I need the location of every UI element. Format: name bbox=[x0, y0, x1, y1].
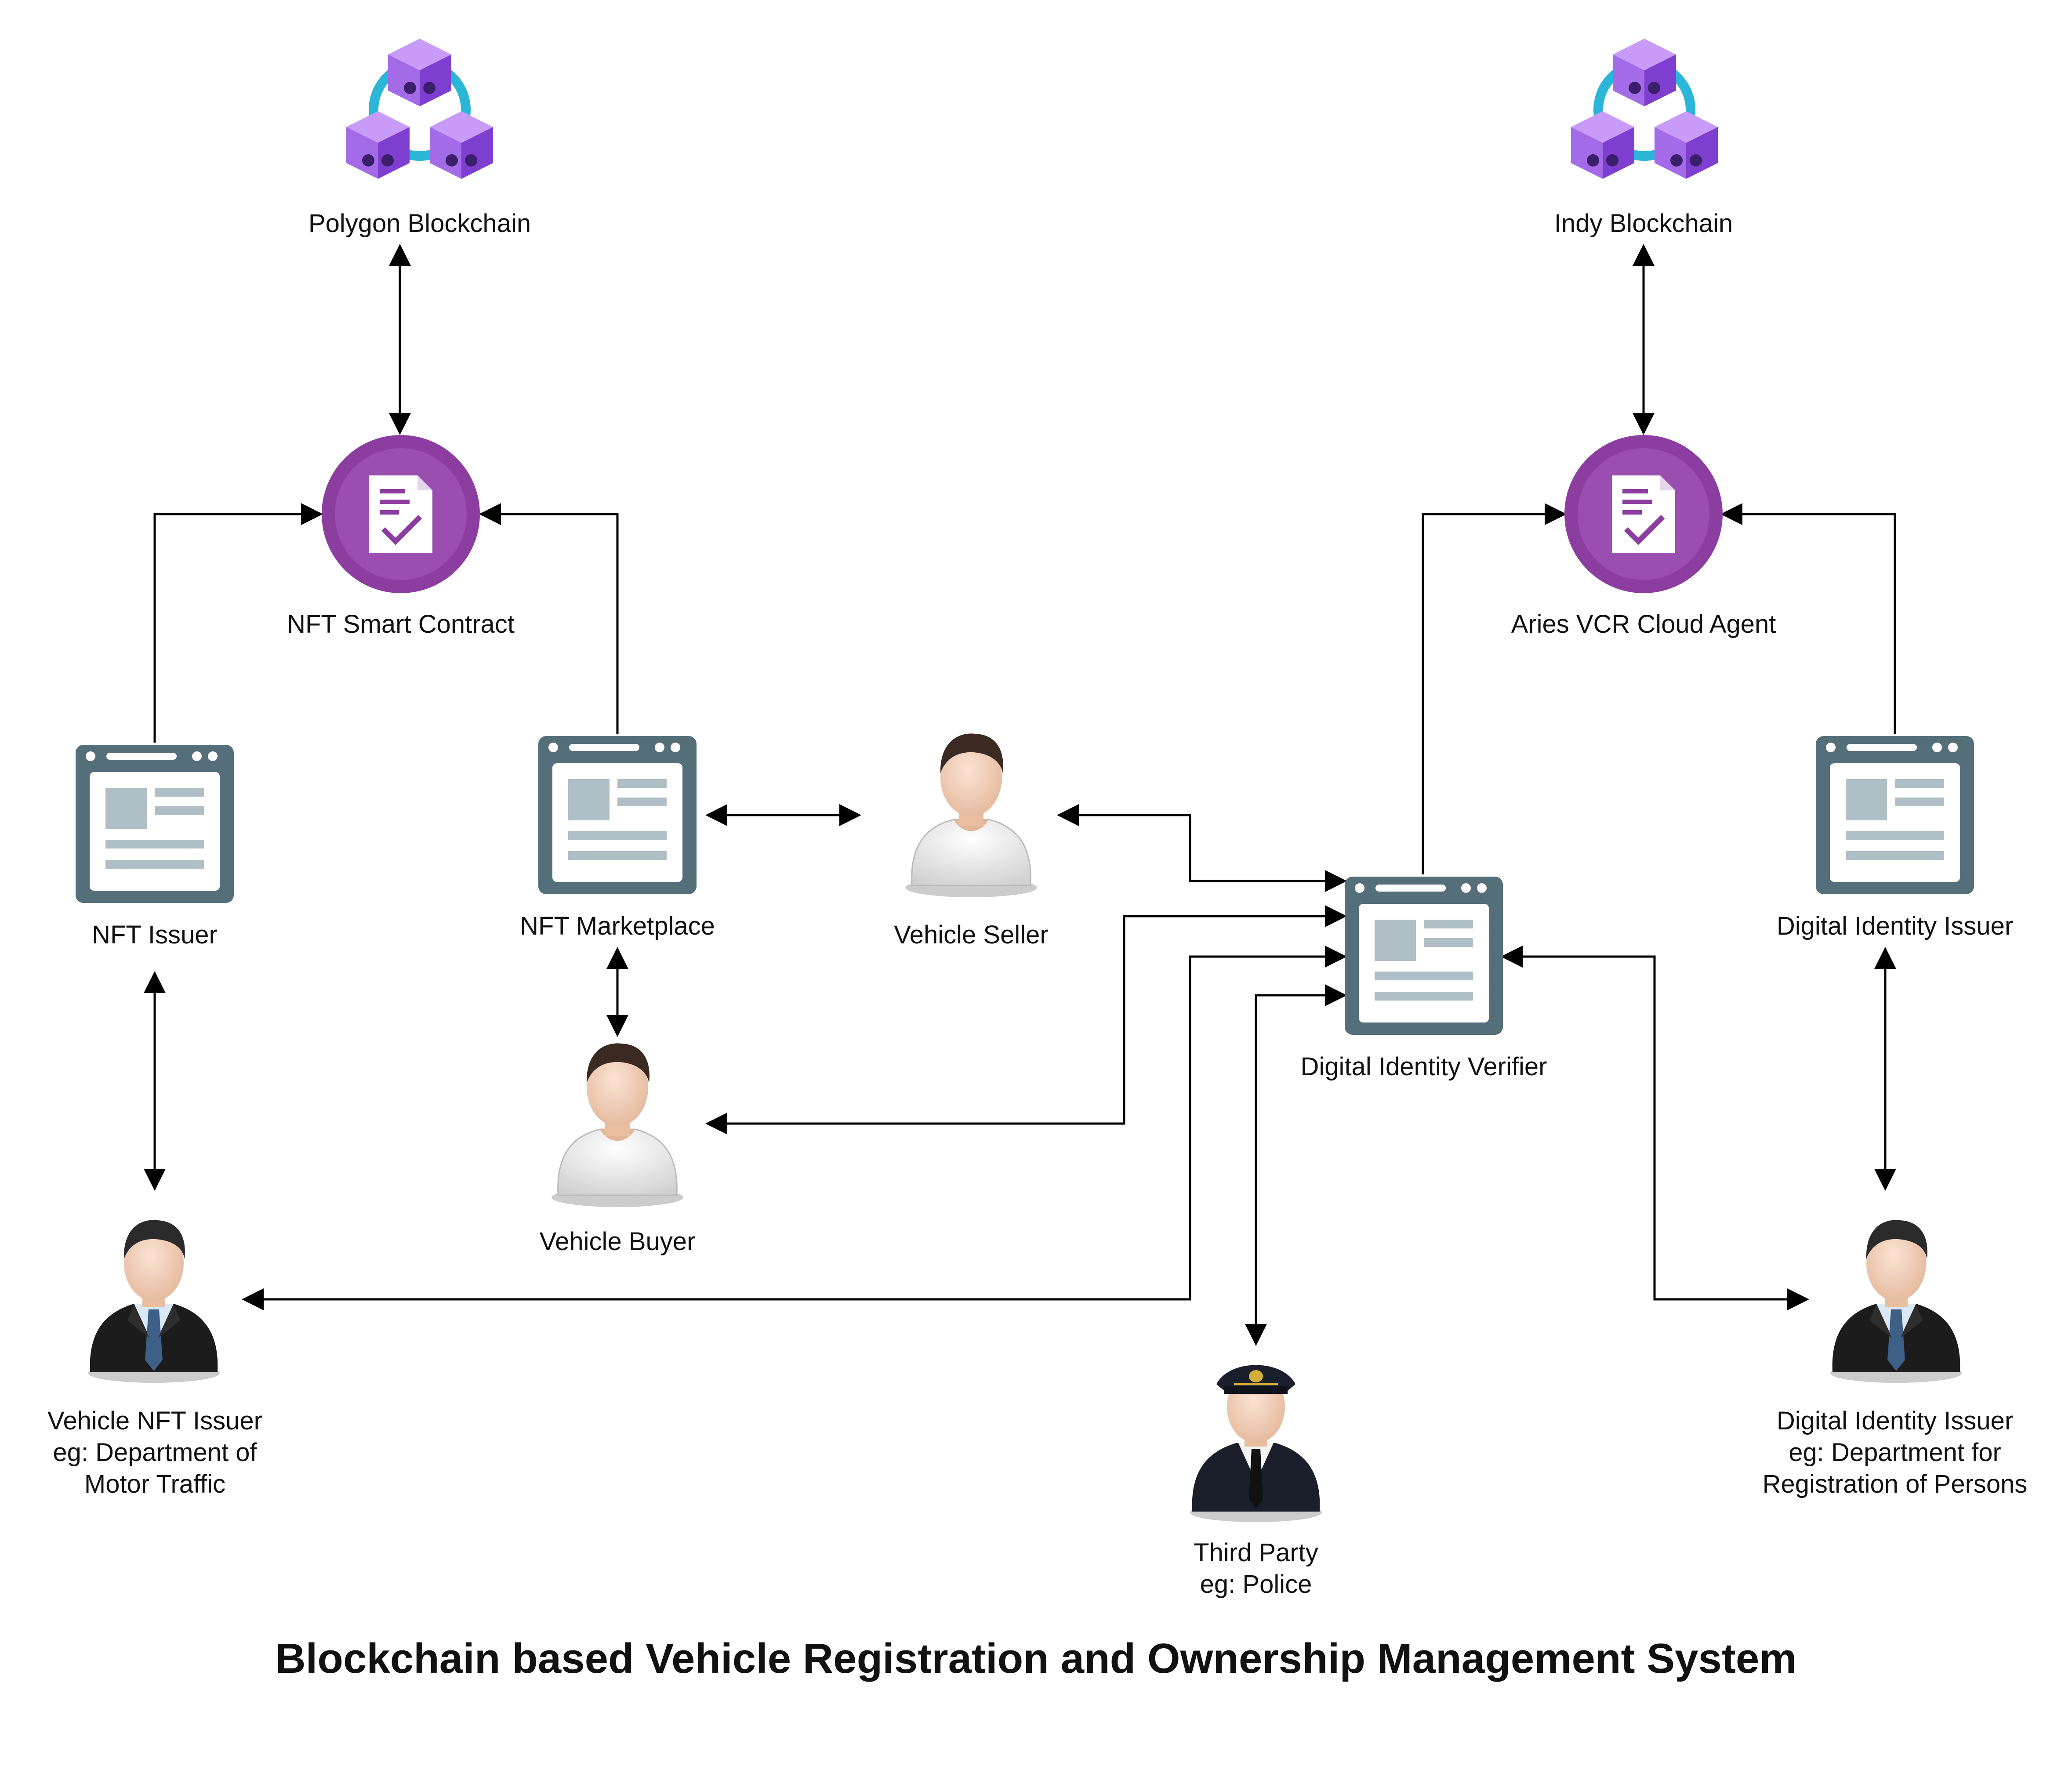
connector-seller-verifier bbox=[1057, 804, 1347, 892]
third-party-line-1: Third Party bbox=[1194, 1538, 1318, 1567]
connector-marketplace-contract bbox=[479, 503, 619, 734]
vehicle-nft-issuer-businessman-icon bbox=[88, 1220, 220, 1383]
vehicle-nft-issuer-line-2: eg: Department of bbox=[53, 1438, 257, 1467]
indy-blockchain-cubes-icon bbox=[1571, 39, 1718, 179]
third-party-label: Third Party eg: Police bbox=[1124, 1537, 1388, 1600]
identity-issuer-businessman-icon bbox=[1830, 1220, 1962, 1383]
third-party-line-2: eg: Police bbox=[1200, 1570, 1312, 1599]
identity-issuer-person-line-1: Digital Identity Issuer bbox=[1776, 1407, 2014, 1435]
connector-verifier-aries bbox=[1422, 503, 1567, 874]
vehicle-seller-user-icon bbox=[904, 732, 1038, 898]
nft-smart-contract-label: NFT Smart Contract bbox=[287, 610, 515, 638]
aries-vcr-contract-icon bbox=[1564, 435, 1723, 593]
indy-blockchain-label: Indy Blockchain bbox=[1554, 209, 1733, 238]
police-officer-icon bbox=[1190, 1365, 1322, 1523]
digital-identity-issuer-app-icon bbox=[1816, 736, 1974, 894]
digital-identity-verifier-app-icon bbox=[1345, 877, 1503, 1035]
digital-identity-issuer-app-label: Digital Identity Issuer bbox=[1776, 912, 2014, 940]
nft-marketplace-label: NFT Marketplace bbox=[520, 912, 715, 940]
identity-issuer-person-label: Digital Identity Issuer eg: Department f… bbox=[1719, 1405, 2071, 1500]
identity-issuer-person-line-2: eg: Department for bbox=[1789, 1438, 2001, 1467]
polygon-blockchain-label: Polygon Blockchain bbox=[308, 209, 531, 238]
diagram-title: Blockchain based Vehicle Registration an… bbox=[275, 1635, 1797, 1682]
connector-police-verifier bbox=[1245, 984, 1347, 1346]
nft-issuer-app-icon bbox=[76, 745, 234, 903]
vehicle-buyer-label: Vehicle Buyer bbox=[539, 1227, 696, 1256]
digital-identity-verifier-label: Digital Identity Verifier bbox=[1300, 1052, 1547, 1081]
connector-vehiclenftissuer-verifier bbox=[242, 946, 1347, 1310]
vehicle-nft-issuer-line-1: Vehicle NFT Issuer bbox=[47, 1407, 262, 1435]
vehicle-nft-issuer-line-3: Motor Traffic bbox=[84, 1470, 226, 1498]
polygon-cubes-detail bbox=[346, 39, 493, 179]
connector-identityissuer-aries bbox=[1720, 503, 1896, 734]
vehicle-seller-label: Vehicle Seller bbox=[894, 921, 1049, 949]
aries-vcr-label: Aries VCR Cloud Agent bbox=[1511, 610, 1776, 638]
nft-smart-contract-icon bbox=[322, 435, 480, 593]
connector-identityperson-verifier bbox=[1501, 946, 1809, 1310]
nft-marketplace-app-icon bbox=[538, 736, 697, 894]
connectors bbox=[144, 244, 1896, 1346]
vehicle-nft-issuer-label: Vehicle NFT Issuer eg: Department of Mot… bbox=[0, 1405, 310, 1500]
connector-nftissuer-contract bbox=[153, 503, 323, 743]
nft-issuer-label: NFT Issuer bbox=[92, 921, 218, 949]
identity-issuer-person-line-3: Registration of Persons bbox=[1762, 1470, 2028, 1498]
vehicle-buyer-user-icon bbox=[551, 1042, 684, 1208]
